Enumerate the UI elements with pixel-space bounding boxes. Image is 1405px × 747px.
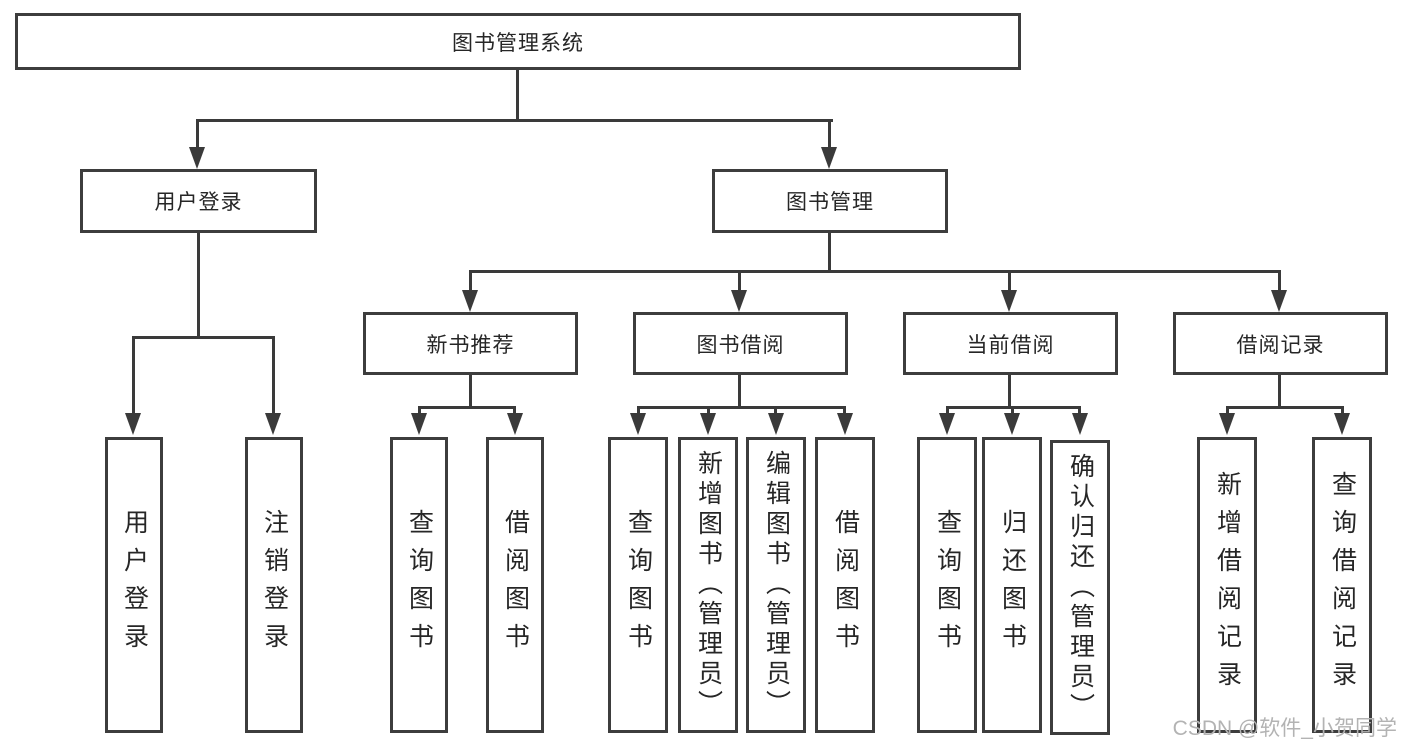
leaf-add-borrow-record: 新增借阅记录	[1197, 437, 1257, 733]
connector-line	[132, 336, 275, 339]
connector-line	[513, 406, 516, 415]
node-label: 编辑图书（管理员）	[762, 450, 791, 720]
arrow-down	[1219, 413, 1235, 435]
arrow-down	[768, 413, 784, 435]
arrow-down	[1271, 290, 1287, 312]
leaf-query-books: 查询图书	[390, 437, 448, 733]
connector-line	[1226, 406, 1229, 415]
connector-line	[828, 119, 831, 148]
connector-line	[1008, 375, 1011, 406]
arrow-down	[700, 413, 716, 435]
connector-line	[1278, 270, 1281, 291]
connector-line	[197, 233, 200, 336]
leaf-confirm-return-admin: 确认归还（管理员）	[1050, 440, 1110, 735]
node-label: 查询借阅记录	[1328, 471, 1357, 699]
arrow-down	[821, 147, 837, 169]
node-label: 借阅图书	[501, 509, 530, 661]
node-label: 归还图书	[998, 509, 1027, 661]
node-label: 新增借阅记录	[1213, 471, 1242, 699]
node-label: 查询图书	[405, 509, 434, 661]
node-label: 用户登录	[120, 509, 149, 661]
leaf-query-borrow-record: 查询借阅记录	[1312, 437, 1372, 733]
connector-line	[272, 336, 275, 414]
connector-line	[1008, 270, 1011, 291]
arrow-down	[1004, 413, 1020, 435]
connector-line	[1341, 406, 1344, 415]
connector-line	[1078, 406, 1081, 415]
arrow-down	[507, 413, 523, 435]
connector-line	[828, 233, 831, 270]
arrow-down	[462, 290, 478, 312]
arrow-down	[189, 147, 205, 169]
node-label: 查询图书	[624, 509, 653, 661]
connector-line	[516, 70, 519, 119]
node-new-book-recommendation: 新书推荐	[363, 312, 578, 375]
node-label: 查询图书	[933, 509, 962, 661]
node-label: 新增图书（管理员）	[694, 450, 723, 720]
arrow-down	[837, 413, 853, 435]
node-book-management: 图书管理	[712, 169, 948, 233]
node-current-borrowing: 当前借阅	[903, 312, 1118, 375]
leaf-borrow-books: 借阅图书	[815, 437, 875, 733]
node-label: 借阅记录	[1236, 333, 1325, 357]
arrow-down	[411, 413, 427, 435]
connector-line	[637, 406, 846, 409]
connector-line	[738, 375, 741, 406]
arrow-down	[731, 290, 747, 312]
connector-line	[418, 406, 516, 409]
connector-line	[774, 406, 777, 415]
node-borrowing-records: 借阅记录	[1173, 312, 1388, 375]
connector-line	[418, 406, 421, 415]
connector-line	[637, 406, 640, 415]
node-user-login: 用户登录	[80, 169, 317, 233]
connector-line	[1226, 406, 1343, 409]
node-label: 图书借阅	[696, 333, 785, 357]
arrow-down	[125, 413, 141, 435]
connector-line	[946, 406, 949, 415]
connector-line	[196, 119, 199, 148]
connector-line	[1011, 406, 1014, 415]
connector-line	[469, 270, 472, 291]
node-book-borrowing: 图书借阅	[633, 312, 848, 375]
node-label: 注销登录	[260, 509, 289, 661]
leaf-user-login: 用户登录	[105, 437, 163, 733]
leaf-borrow-books: 借阅图书	[486, 437, 544, 733]
connector-line	[469, 375, 472, 406]
leaf-add-book-admin: 新增图书（管理员）	[678, 437, 738, 733]
node-label: 确认归还（管理员）	[1066, 452, 1095, 723]
connector-line	[707, 406, 710, 415]
connector-line	[1278, 375, 1281, 406]
node-label: 图书管理	[786, 191, 874, 214]
leaf-edit-book-admin: 编辑图书（管理员）	[746, 437, 806, 733]
arrow-down	[630, 413, 646, 435]
arrow-down	[1001, 290, 1017, 312]
leaf-query-books: 查询图书	[917, 437, 977, 733]
connector-line	[843, 406, 846, 415]
node-label: 新书推荐	[426, 333, 515, 357]
node-label: 图书管理系统	[452, 31, 584, 55]
connector-line	[738, 270, 741, 291]
leaf-query-books: 查询图书	[608, 437, 668, 733]
arrow-down	[939, 413, 955, 435]
leaf-return-books: 归还图书	[982, 437, 1042, 733]
csdn-watermark: CSDN @软件_小贺同学	[1172, 717, 1397, 740]
arrow-down	[1072, 413, 1088, 435]
connector-line	[196, 119, 833, 122]
node-label: 用户登录	[154, 191, 243, 214]
connector-line	[469, 270, 1281, 273]
node-label: 借阅图书	[831, 509, 860, 661]
arrow-down	[1334, 413, 1350, 435]
node-label: 当前借阅	[966, 333, 1055, 357]
arrow-down	[265, 413, 281, 435]
node-library-management-system: 图书管理系统	[15, 13, 1021, 70]
leaf-logout: 注销登录	[245, 437, 303, 733]
connector-line	[132, 336, 135, 414]
